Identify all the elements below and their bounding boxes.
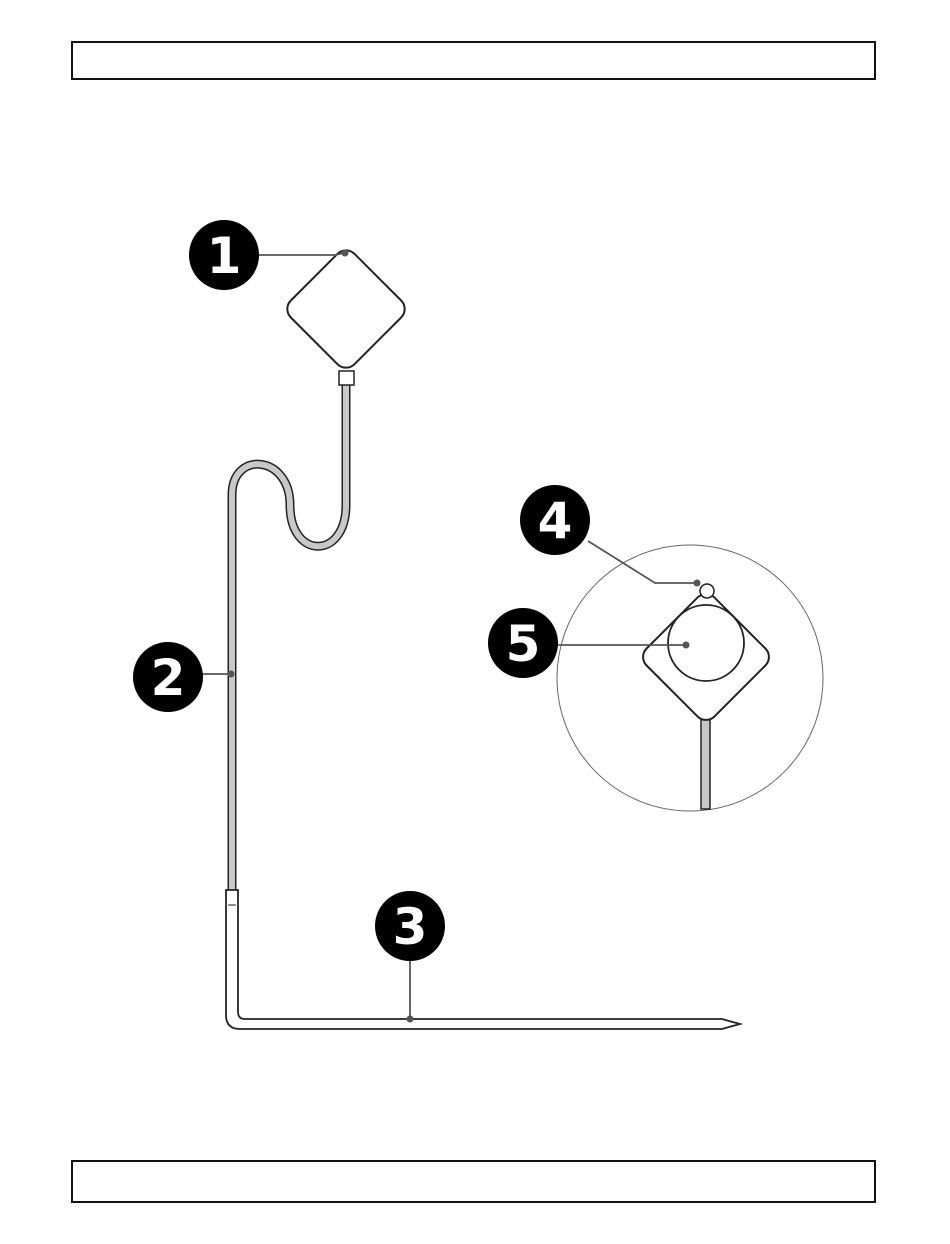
- callout-1-label: 1: [207, 227, 242, 285]
- callout-4-label: 4: [538, 492, 573, 550]
- hanging-hole: [700, 584, 714, 598]
- leader-1: [257, 253, 344, 255]
- callout-5-label: 5: [506, 615, 541, 673]
- sensor-head: [282, 245, 409, 372]
- callout-4: 4: [520, 485, 590, 555]
- callout-5: 5: [488, 608, 558, 678]
- cable: [232, 385, 346, 890]
- head-connector: [339, 371, 354, 385]
- callout-2: 2: [133, 642, 203, 712]
- footer-frame: [71, 1160, 876, 1203]
- sensor-face: [668, 605, 744, 681]
- callout-1: 1: [189, 220, 259, 290]
- detail-view: [557, 545, 823, 811]
- callout-3: 3: [375, 891, 445, 961]
- callout-2-label: 2: [151, 649, 186, 707]
- probe-spike: [226, 890, 740, 1029]
- callout-3-label: 3: [393, 898, 428, 956]
